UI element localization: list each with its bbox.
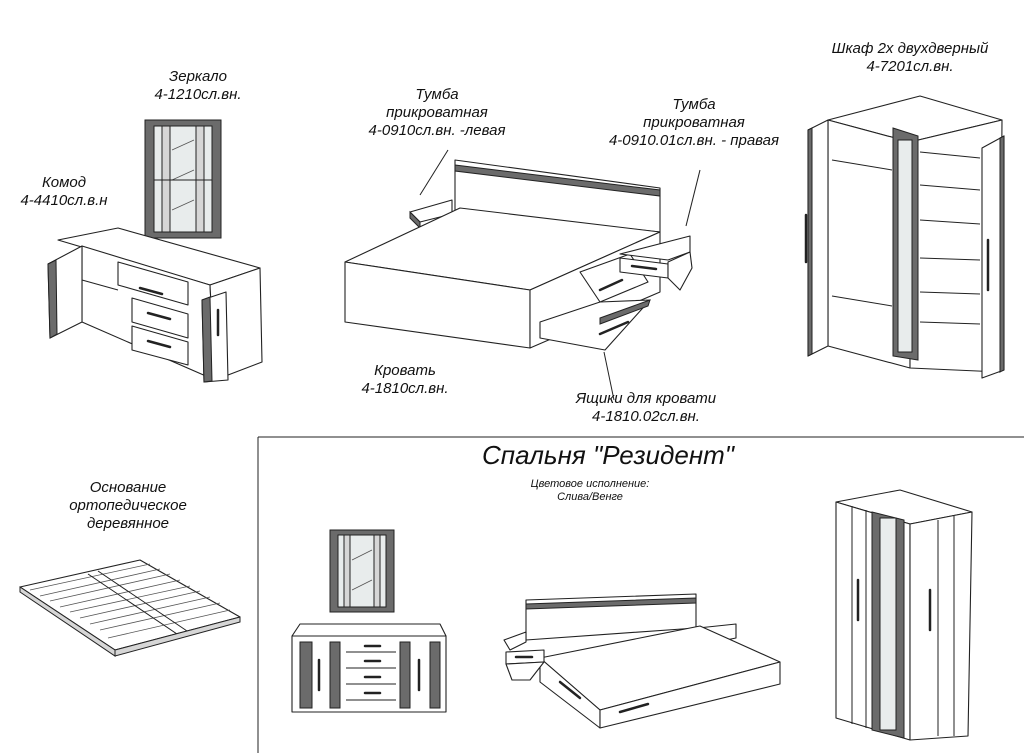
nightstand-left-label-code: 4-0910сл.вн. -левая — [368, 122, 506, 139]
wardrobe-set-drawing — [835, 489, 973, 741]
color-scheme-caption: Цветовое исполнение: — [530, 478, 650, 490]
color-scheme-note: Цветовое исполнение: Слива/Венге — [510, 478, 670, 504]
mirror-drawing — [144, 119, 222, 239]
bed-set-drawing — [503, 593, 781, 729]
nightstand-left-label-line1: Тумба — [415, 86, 459, 103]
nightstand-right-label: Тумба прикроватная 4-0910.01сл.вн. - пра… — [594, 96, 794, 150]
bed-label-code: 4-1810сл.вн. — [361, 380, 449, 397]
bed-drawers-label-code: 4-1810.02сл.вн. — [592, 408, 700, 425]
nightstand-right-label-line1: Тумба — [672, 96, 716, 113]
base-label-line1: Основание — [89, 479, 167, 496]
bed-drawers-label: Ящики для кровати 4-1810.02сл.вн. — [556, 390, 736, 426]
wardrobe-drawing — [804, 95, 1005, 379]
orthopedic-base-drawing — [19, 559, 241, 657]
dresser-label: Комод 4-4410сл.в.н — [4, 174, 124, 210]
dresser-label-name: Комод — [41, 174, 87, 191]
mirror-label-name: Зеркало — [169, 68, 227, 85]
bed-drawing — [344, 149, 701, 401]
dresser-label-code: 4-4410сл.в.н — [20, 192, 108, 209]
nightstand-right-label-line2: прикроватная — [643, 114, 745, 131]
nightstand-left-label: Тумба прикроватная 4-0910сл.вн. -левая — [352, 86, 522, 140]
base-label-line3: деревянное — [86, 515, 170, 532]
bed-label: Кровать 4-1810сл.вн. — [340, 362, 470, 398]
nightstand-right-label-code: 4-0910.01сл.вн. - правая — [608, 132, 780, 149]
bed-drawers-label-name: Ящики для кровати — [575, 390, 717, 407]
nightstand-left-label-line2: прикроватная — [386, 104, 488, 121]
wardrobe-label-name: Шкаф 2х двухдверный — [831, 40, 989, 57]
color-scheme-value: Слива/Венге — [557, 491, 623, 503]
mirror-label: Зеркало 4-1210сл.вн. — [132, 68, 264, 104]
dresser-set-drawing — [291, 623, 447, 713]
bed-label-name: Кровать — [374, 362, 436, 379]
mirror-set-drawing — [329, 529, 395, 613]
wardrobe-label-code: 4-7201сл.вн. — [866, 58, 954, 75]
mirror-label-code: 4-1210сл.вн. — [154, 86, 242, 103]
set-title: Спальня "Резидент" — [481, 440, 735, 470]
dresser-drawing — [47, 227, 263, 383]
wardrobe-label: Шкаф 2х двухдверный 4-7201сл.вн. — [812, 40, 1008, 76]
base-label: Основание ортопедическое деревянное — [46, 479, 210, 533]
base-label-line2: ортопедическое — [69, 497, 187, 514]
set-panel-frame — [257, 436, 1024, 753]
